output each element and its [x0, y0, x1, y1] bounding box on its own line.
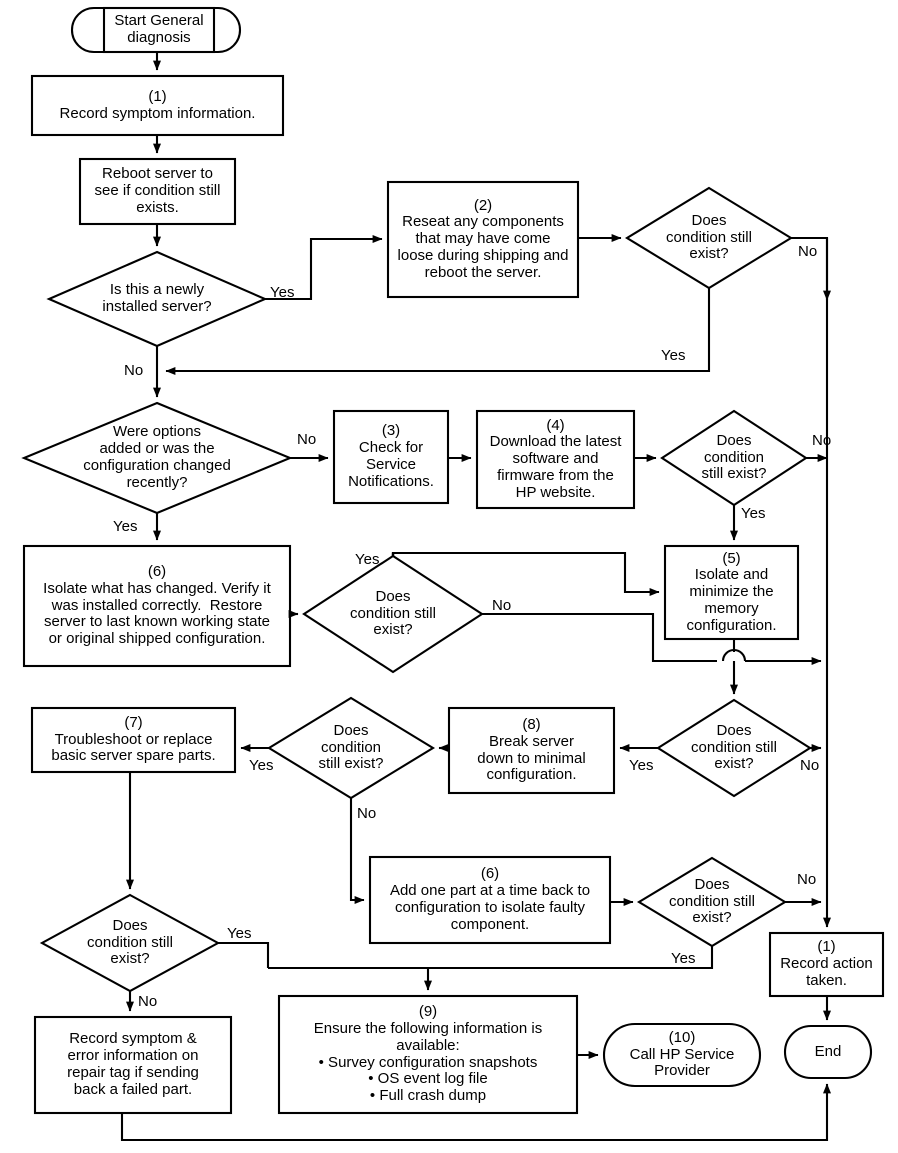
- shape-reboot-server: [78, 157, 237, 226]
- edge-final-yes-route: [218, 941, 270, 968]
- edge-condbreakdown-no-to-addpart: [349, 798, 365, 904]
- shape-record-symptom: [30, 74, 285, 137]
- edge-label-reseat-yes: Yes: [661, 347, 686, 364]
- edge-label-memory-no: No: [800, 757, 820, 774]
- shape-decision-cond-addpart: [636, 856, 788, 948]
- shape-decision-cond-isolate: [302, 554, 484, 674]
- edge-label-reseat-no: No: [798, 243, 818, 260]
- edge-memory-bridge-hop: [721, 649, 747, 662]
- edge-label-breakdown-no: No: [357, 805, 377, 822]
- shape-decision-newly-installed: [46, 250, 268, 348]
- edge-label-newly-yes: Yes: [270, 284, 295, 301]
- edge-label-options-no: No: [297, 431, 317, 448]
- shape-decision-options-added: [21, 401, 293, 515]
- shape-decision-cond-memory: [656, 698, 812, 798]
- shape-decision-cond-download: [660, 409, 808, 507]
- edge-label-options-yes: Yes: [113, 518, 138, 535]
- edge-label-download-yes: Yes: [741, 505, 766, 522]
- shape-break-down: [447, 706, 616, 795]
- edge-label-isolate-yes: Yes: [355, 551, 380, 568]
- edge-condisolate-no-route: [482, 612, 717, 663]
- edge-condisolate-yes-link: [391, 551, 660, 596]
- edge-label-addpart-no: No: [797, 871, 817, 888]
- edge-condreseat-yes-back: [165, 288, 711, 375]
- shape-decision-cond-breakdown: [266, 696, 436, 800]
- shape-memory: [663, 544, 800, 641]
- edge-label-download-no: No: [812, 432, 832, 449]
- shape-reseat: [386, 180, 580, 299]
- edge-label-breakdown-yes: Yes: [249, 757, 274, 774]
- edge-label-memory-yes: Yes: [629, 757, 654, 774]
- edge-label-newly-no: No: [124, 362, 144, 379]
- edge-label-final-yes: Yes: [227, 925, 252, 942]
- edge-label-final-no: No: [138, 993, 158, 1010]
- edge-label-isolate-no: No: [492, 597, 512, 614]
- edge-newly-yes-to-reseat: [265, 235, 383, 301]
- shape-decision-cond-reseat: [624, 186, 794, 290]
- shape-end: [783, 1024, 873, 1080]
- shape-ensure-info: [277, 994, 579, 1115]
- shape-service-notifications: [332, 409, 450, 505]
- edge-condaddpart-yes-back: [268, 946, 714, 970]
- shape-isolate-changed: [22, 544, 292, 668]
- shape-record-action: [768, 931, 885, 998]
- edge-repair-bottom-return: [120, 1083, 831, 1142]
- shape-call-hp: [602, 1022, 762, 1088]
- shape-decision-cond-final: [39, 893, 221, 993]
- shape-add-one-part: [368, 855, 612, 945]
- shape-download: [475, 409, 636, 510]
- shape-start: [70, 6, 242, 54]
- edge-label-addpart-yes: Yes: [671, 950, 696, 967]
- shape-troubleshoot: [30, 706, 237, 774]
- shape-record-repair-tag: [33, 1015, 233, 1115]
